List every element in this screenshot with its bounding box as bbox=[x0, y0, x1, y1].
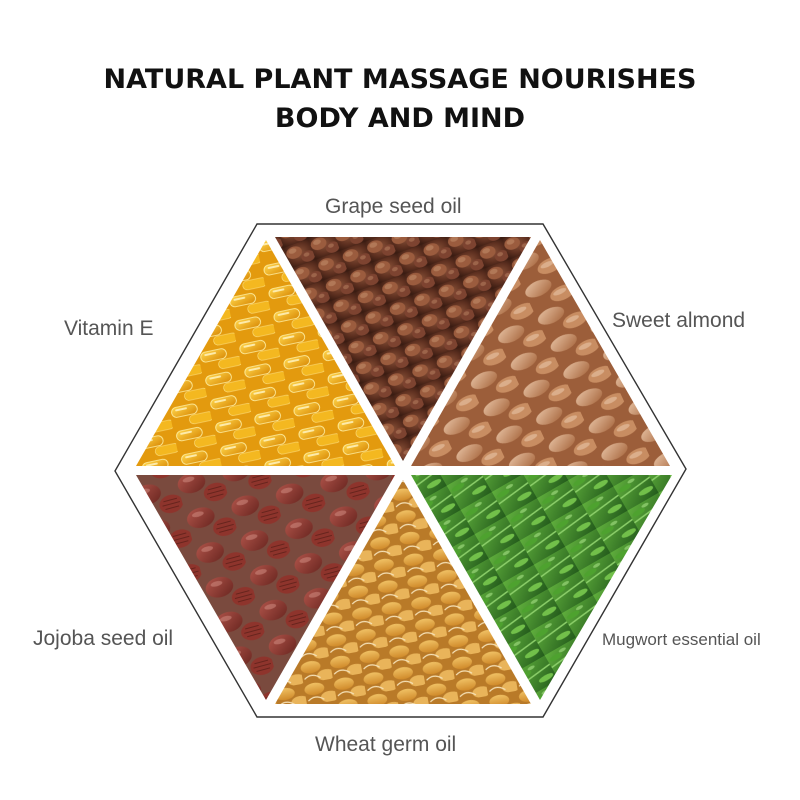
label-jojoba-seed-oil: Jojoba seed oil bbox=[33, 627, 174, 650]
vitamin-e-image bbox=[136, 240, 395, 466]
wheat-germ-image bbox=[275, 480, 531, 704]
label-grape-seed-oil: Grape seed oil bbox=[325, 195, 462, 218]
ingredient-triangles bbox=[136, 237, 672, 704]
sweet-almond-image bbox=[411, 240, 670, 466]
hexagon-outline bbox=[114, 223, 687, 718]
jojoba-image bbox=[136, 475, 395, 700]
label-mugwort-essential-oil: Mugwort essential oil bbox=[602, 630, 761, 649]
headline-line-1: NATURAL PLANT MASSAGE NOURISHES bbox=[103, 64, 697, 95]
label-sweet-almond: Sweet almond bbox=[612, 309, 746, 332]
label-wheat-germ-oil: Wheat germ oil bbox=[315, 733, 457, 756]
mugwort-image bbox=[411, 475, 672, 700]
label-vitamin-e: Vitamin E bbox=[64, 317, 154, 340]
grape-seed-image bbox=[275, 237, 531, 461]
headline-line-2: BODY AND MIND bbox=[274, 103, 526, 134]
